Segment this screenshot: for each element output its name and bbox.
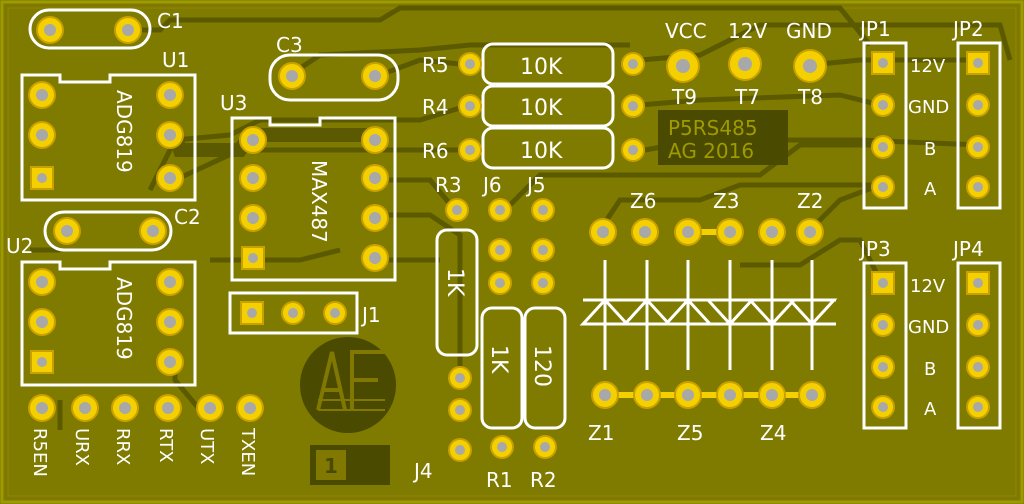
chip-u3: U3 MAX487 xyxy=(220,91,397,282)
chip-u1: U1 ADG819 xyxy=(20,48,197,202)
label-t8: T8 xyxy=(797,85,823,109)
label-jp4: JP4 xyxy=(951,237,984,261)
label-r6: R6 xyxy=(422,139,449,163)
label-jp1-b: B xyxy=(924,139,936,160)
resistor-r1: 1K R1 xyxy=(480,306,524,492)
jumper-jp4: JP4 xyxy=(951,237,1002,430)
label-marker-1: 1 xyxy=(324,454,338,478)
label-t7: T7 xyxy=(734,85,760,109)
label-jp1-12v: 12V xyxy=(910,56,946,77)
label-jp3: JP3 xyxy=(858,237,891,261)
label-z6: Z6 xyxy=(630,189,656,213)
label-r2-value: 120 xyxy=(529,345,554,387)
label-brand-1: P5RS485 xyxy=(668,116,758,140)
label-c1: C1 xyxy=(157,9,184,33)
label-r5: R5 xyxy=(422,53,449,77)
label-jp3-gnd: GND xyxy=(908,317,949,338)
label-jp3-b: B xyxy=(924,359,936,380)
terminal-12v: 12V T7 xyxy=(728,19,767,109)
header-area-j5-j6: R3 J6 J5 xyxy=(435,173,555,295)
label-j1: J1 xyxy=(360,303,381,327)
label-jp1-gnd: GND xyxy=(908,97,949,118)
resistor-r3-body: 1K xyxy=(435,228,479,357)
resistor-r6: R6 10K xyxy=(422,126,645,170)
label-j4: J4 xyxy=(412,459,433,483)
label-jp3-a: A xyxy=(924,399,937,420)
label-utx: UTX xyxy=(196,428,217,465)
zener-pads xyxy=(589,218,826,409)
label-j5: J5 xyxy=(525,173,546,197)
capacitor-c1: C1 xyxy=(28,8,184,50)
label-gnd: GND xyxy=(786,19,832,43)
label-jp2: JP2 xyxy=(951,17,984,41)
label-r4: R4 xyxy=(422,95,449,119)
label-jp1-a: A xyxy=(924,179,937,200)
label-t9: T9 xyxy=(671,85,697,109)
label-r4-value: 10K xyxy=(520,96,563,121)
connector-j4: J4 xyxy=(412,366,472,483)
jumper-jp2: JP2 xyxy=(951,17,1002,210)
label-u1: U1 xyxy=(162,48,189,72)
marker-box: 1 xyxy=(310,445,390,485)
label-r1: R1 xyxy=(486,468,513,492)
label-urx: URX xyxy=(71,428,92,466)
label-txen: TXEN xyxy=(237,427,258,476)
resistor-r5: R5 10K xyxy=(422,42,645,86)
label-z3: Z3 xyxy=(713,189,739,213)
resistor-r2: 120 R2 xyxy=(523,306,567,492)
label-z5: Z5 xyxy=(677,421,703,445)
label-adg819-u2: ADG819 xyxy=(112,277,136,360)
label-rrx: RRX xyxy=(112,428,133,465)
label-jp3-12v: 12V xyxy=(910,276,946,297)
label-r2: R2 xyxy=(530,468,557,492)
label-z2: Z2 xyxy=(797,189,823,213)
jumper-jp3: JP3 xyxy=(858,237,908,430)
label-adg819-u1: ADG819 xyxy=(112,90,136,173)
label-r3: R3 xyxy=(435,173,462,197)
label-r5-value: 10K xyxy=(520,55,563,80)
label-r3-value: 1K xyxy=(442,268,467,297)
label-u2: U2 xyxy=(6,234,33,258)
label-r1-value: 1K xyxy=(486,345,511,374)
label-vcc: VCC xyxy=(665,19,707,43)
terminal-vcc: VCC T9 xyxy=(665,19,707,109)
label-c3: C3 xyxy=(276,33,303,57)
jumper-jp1: JP1 xyxy=(858,17,908,210)
connector-j1: J1 xyxy=(228,291,381,335)
capacitor-c2: C2 xyxy=(43,205,201,252)
label-rtx: RTX xyxy=(155,428,176,463)
label-c2: C2 xyxy=(174,205,201,229)
label-z1: Z1 xyxy=(588,421,614,445)
label-u3: U3 xyxy=(220,91,247,115)
capacitor-c3: C3 xyxy=(268,33,400,102)
label-jp1: JP1 xyxy=(858,17,891,41)
brand-box: P5RS485 AG 2016 xyxy=(658,110,788,165)
terminal-gnd: GND T8 xyxy=(786,19,832,109)
chip-u2: U2 ADG819 xyxy=(6,234,197,387)
zener-array xyxy=(579,260,838,370)
label-max487: MAX487 xyxy=(307,160,331,243)
label-12v: 12V xyxy=(728,19,767,43)
ag-logo xyxy=(300,337,396,433)
label-r5en: R5EN xyxy=(29,428,50,477)
label-r6-value: 10K xyxy=(520,139,563,164)
label-brand-2: AG 2016 xyxy=(668,139,754,163)
label-j6: J6 xyxy=(481,173,502,197)
resistor-r4: R4 10K xyxy=(422,84,645,128)
label-z4: Z4 xyxy=(760,421,786,445)
